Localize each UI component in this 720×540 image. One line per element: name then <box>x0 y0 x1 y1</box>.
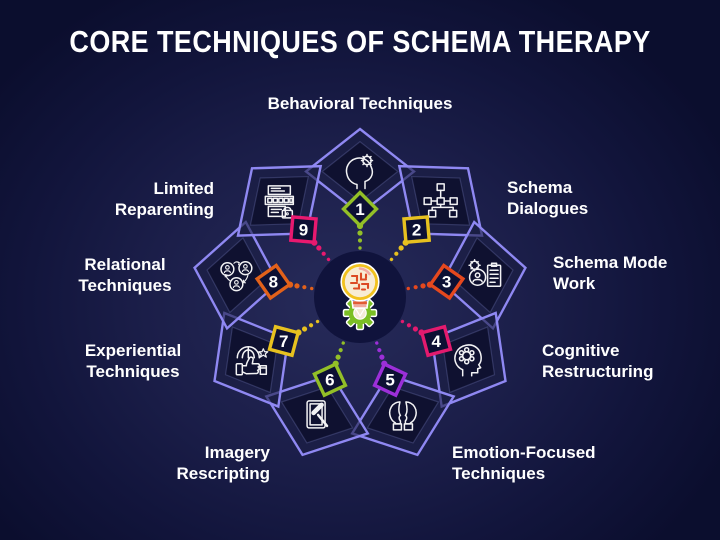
svg-text:3: 3 <box>442 273 451 292</box>
petal-imagery-rescripting: 6 <box>264 341 370 457</box>
petal-schema-mode-work: 3 <box>406 220 527 331</box>
label-imagery-rescripting: Imagery Rescripting <box>176 443 270 483</box>
svg-text:4: 4 <box>431 332 441 351</box>
people-network-icon <box>220 261 253 292</box>
number-badge <box>312 361 348 398</box>
svg-text:1: 1 <box>355 200 364 219</box>
svg-text:6: 6 <box>325 371 334 390</box>
facing-heads-icon <box>388 401 417 431</box>
head-gear-checklist-icon <box>468 258 502 287</box>
label-limited-reparenting: Limited Reparenting <box>114 179 214 219</box>
thumbs-up-globe-star-icon <box>235 346 269 376</box>
label-experiential-techniques: Experiential Techniques <box>84 341 182 381</box>
head-flower-icon <box>454 344 482 377</box>
number-badge <box>402 215 432 245</box>
label-relational-techniques: Relational Techniques <box>78 255 172 295</box>
petal-schema-dialogues: 2 <box>389 164 484 262</box>
center-hub <box>314 251 406 343</box>
label-schema-mode-work: Schema Mode Work <box>553 253 668 293</box>
frame-gavel-icon <box>306 400 329 429</box>
svg-text:2: 2 <box>412 221 421 240</box>
petal-limited-reparenting: 9 <box>236 164 331 262</box>
svg-text:7: 7 <box>279 332 288 351</box>
svg-text:9: 9 <box>299 221 308 240</box>
label-cognitive-restructuring: Cognitive Restructuring <box>542 341 654 381</box>
head-gear-icon <box>345 153 374 190</box>
label-emotion-focused-techniques: Emotion-Focused Techniques <box>452 443 596 483</box>
petal-experiential-techniques: 7 <box>213 311 320 409</box>
schema-diagram-icon <box>423 183 458 218</box>
page-title: CORE TECHNIQUES OF SCHEMA THERAPY <box>69 24 651 59</box>
svg-text:8: 8 <box>269 273 278 292</box>
number-badge <box>341 190 379 228</box>
number-badge <box>372 361 408 398</box>
password-lock-document-icon <box>264 185 295 219</box>
label-schema-dialogues: Schema Dialogues <box>507 178 589 218</box>
petal-emotion-focused-techniques: 5 <box>350 341 456 457</box>
number-badge <box>288 215 318 245</box>
number-badge <box>267 324 301 358</box>
petal-behavioral-techniques: 1 <box>304 127 416 250</box>
number-badge <box>428 263 466 301</box>
number-badge <box>254 263 292 301</box>
number-badge <box>419 324 453 358</box>
label-behavioral-techniques: Behavioral Techniques <box>267 94 453 113</box>
petal-relational-techniques: 8 <box>193 220 314 331</box>
brain-bulb-gear-icon <box>340 262 380 331</box>
svg-text:5: 5 <box>385 371 394 390</box>
petal-cognitive-restructuring: 4 <box>400 311 507 409</box>
